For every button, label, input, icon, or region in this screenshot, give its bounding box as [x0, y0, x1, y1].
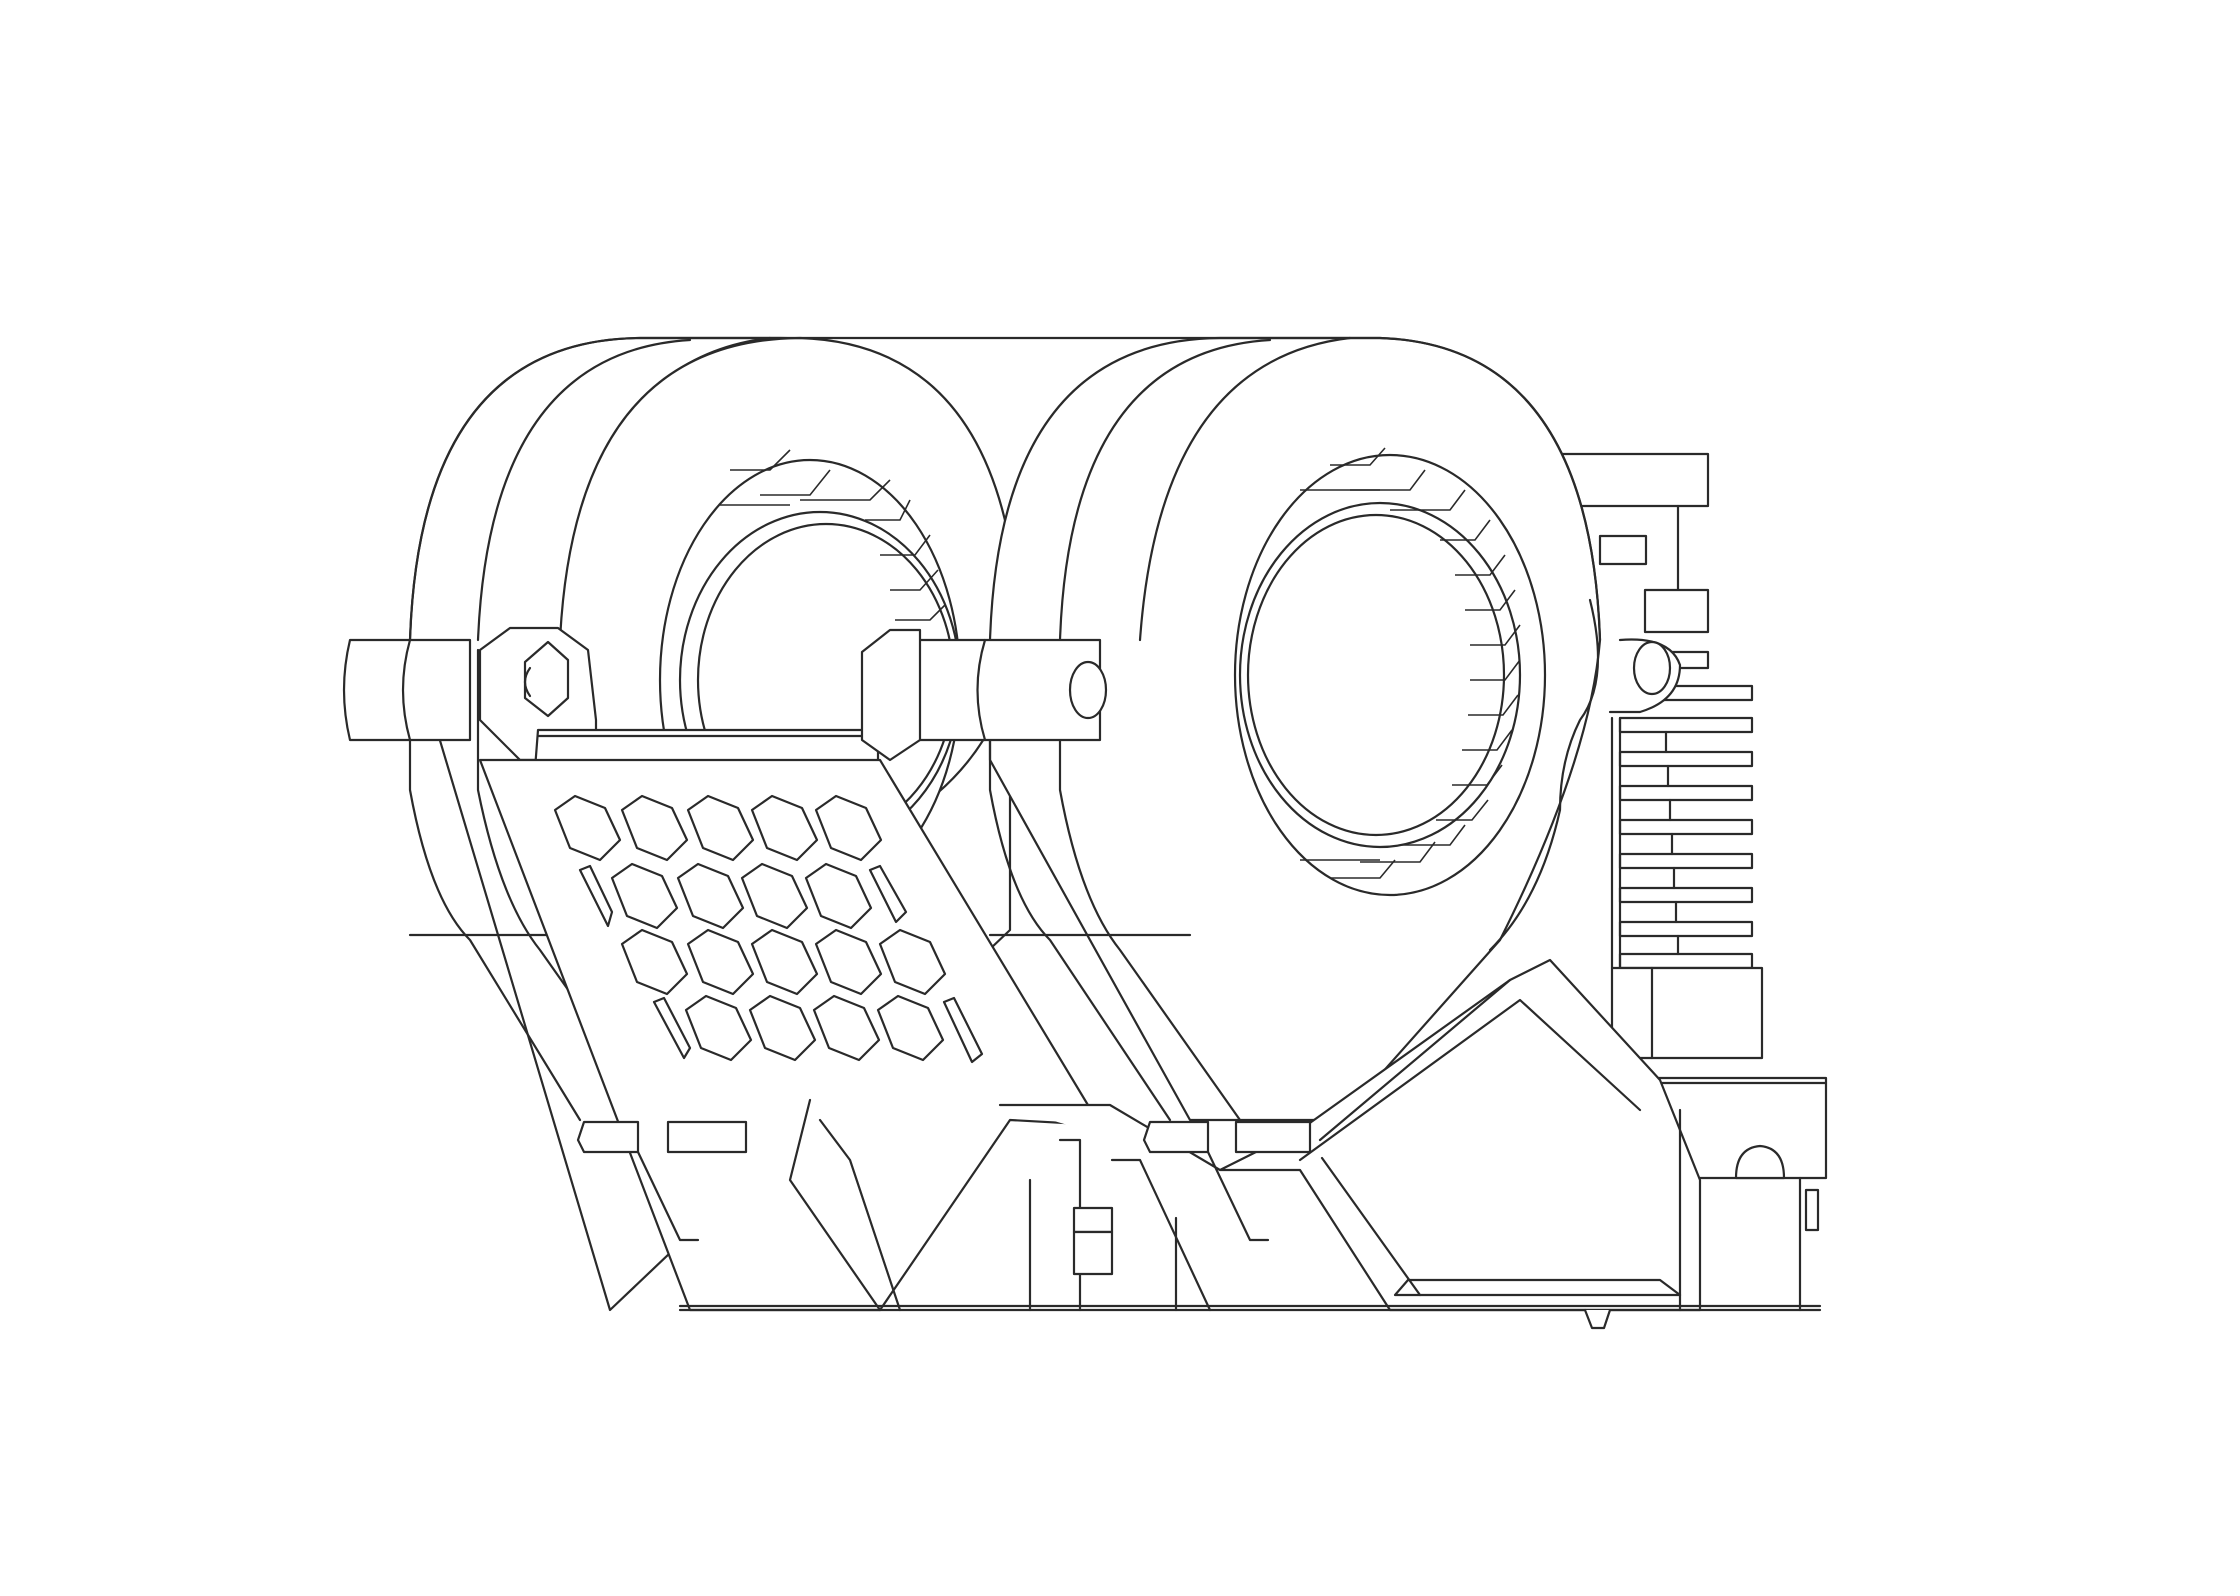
grille-panel [478, 758, 1102, 1312]
mounting-rod [342, 638, 1108, 742]
right-blower-fan [988, 336, 1682, 1122]
hex-nut-clamp [478, 626, 598, 762]
top-outline [408, 336, 1602, 642]
impeller-blades-right [1300, 447, 1521, 879]
impeller-blades [720, 449, 946, 621]
heatsink-assembly [1558, 452, 1828, 1312]
lower-duct [576, 958, 1822, 1330]
hex-grille-cells [553, 794, 984, 1064]
heatsink-fins [1610, 684, 1754, 970]
